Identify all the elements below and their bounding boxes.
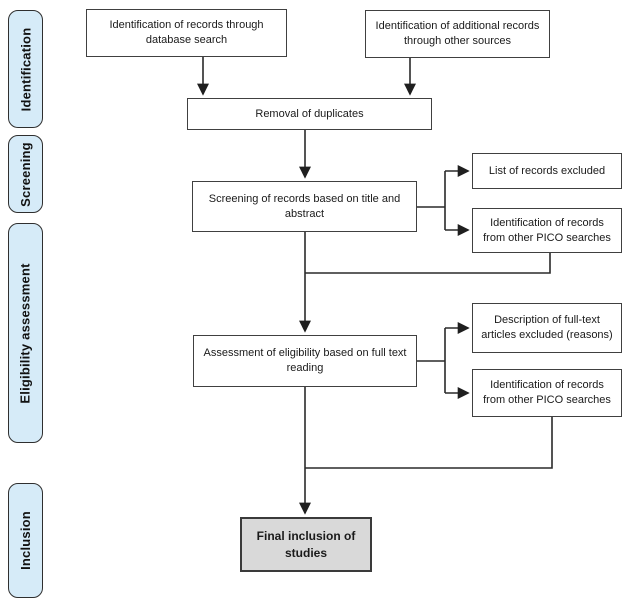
node-database-search: Identification of records through databa… [86,9,287,57]
connector-pico1-feedback [305,253,551,274]
stage-eligibility-assessment-label: Eligibility assessment [18,262,34,404]
stage-identification: Identification [8,10,43,128]
node-pico-searches-screening: Identification of records from other PIC… [472,208,622,253]
connector-screening-branch-trunk [417,171,446,230]
node-other-sources: Identification of additional records thr… [365,10,550,58]
node-fulltext-excluded: Description of full-text articles exclud… [472,303,622,353]
stage-inclusion: Inclusion [8,483,43,598]
stage-inclusion-label: Inclusion [18,511,34,570]
stage-screening: Screening [8,135,43,213]
node-removal-of-duplicates: Removal of duplicates [187,98,432,130]
stage-identification-label: Identification [18,27,34,111]
node-eligibility-assessment: Assessment of eligibility based on full … [193,335,417,387]
node-list-of-records-excluded: List of records excluded [472,153,622,189]
connector-assessment-branch-trunk [417,328,446,393]
stage-screening-label: Screening [18,141,33,207]
connector-pico2-feedback [305,417,553,469]
stage-eligibility-assessment: Eligibility assessment [8,223,43,443]
node-final-inclusion: Final inclusion of studies [240,517,372,572]
node-pico-searches-assessment: Identification of records from other PIC… [472,369,622,417]
node-screening: Screening of records based on title and … [192,181,417,232]
